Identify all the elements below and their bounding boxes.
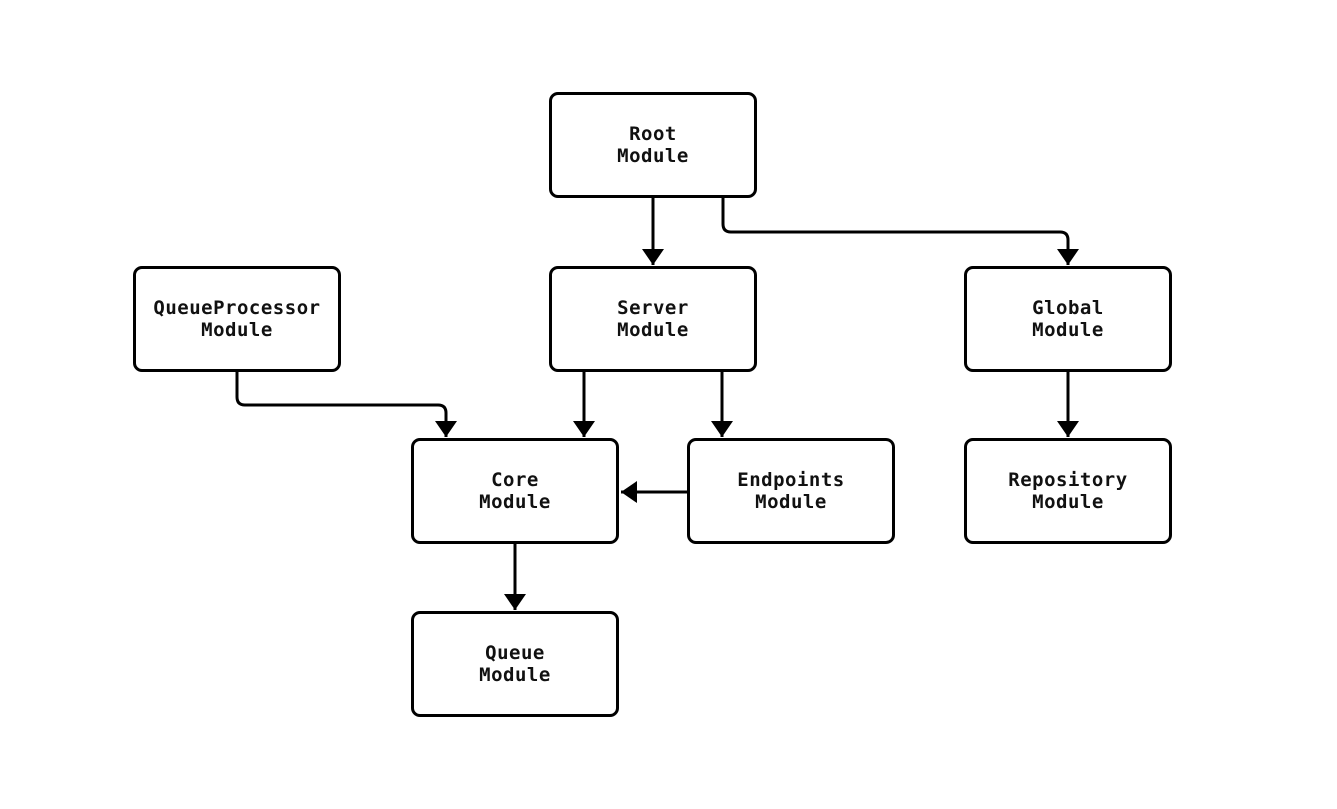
edge-root-to-global xyxy=(721,198,1079,265)
node-global-module: Global Module xyxy=(964,266,1172,372)
node-repository-module: Repository Module xyxy=(964,438,1172,544)
node-queue-module: Queue Module xyxy=(411,611,619,717)
node-core-module: Core Module xyxy=(411,438,619,544)
node-server-module: Server Module xyxy=(549,266,757,372)
node-endpoints-module: Endpoints Module xyxy=(687,438,895,544)
edge-queueprocessor-to-core xyxy=(235,372,457,437)
node-root-module: Root Module xyxy=(549,92,757,198)
node-queueprocessor-module: QueueProcessor Module xyxy=(133,266,341,372)
